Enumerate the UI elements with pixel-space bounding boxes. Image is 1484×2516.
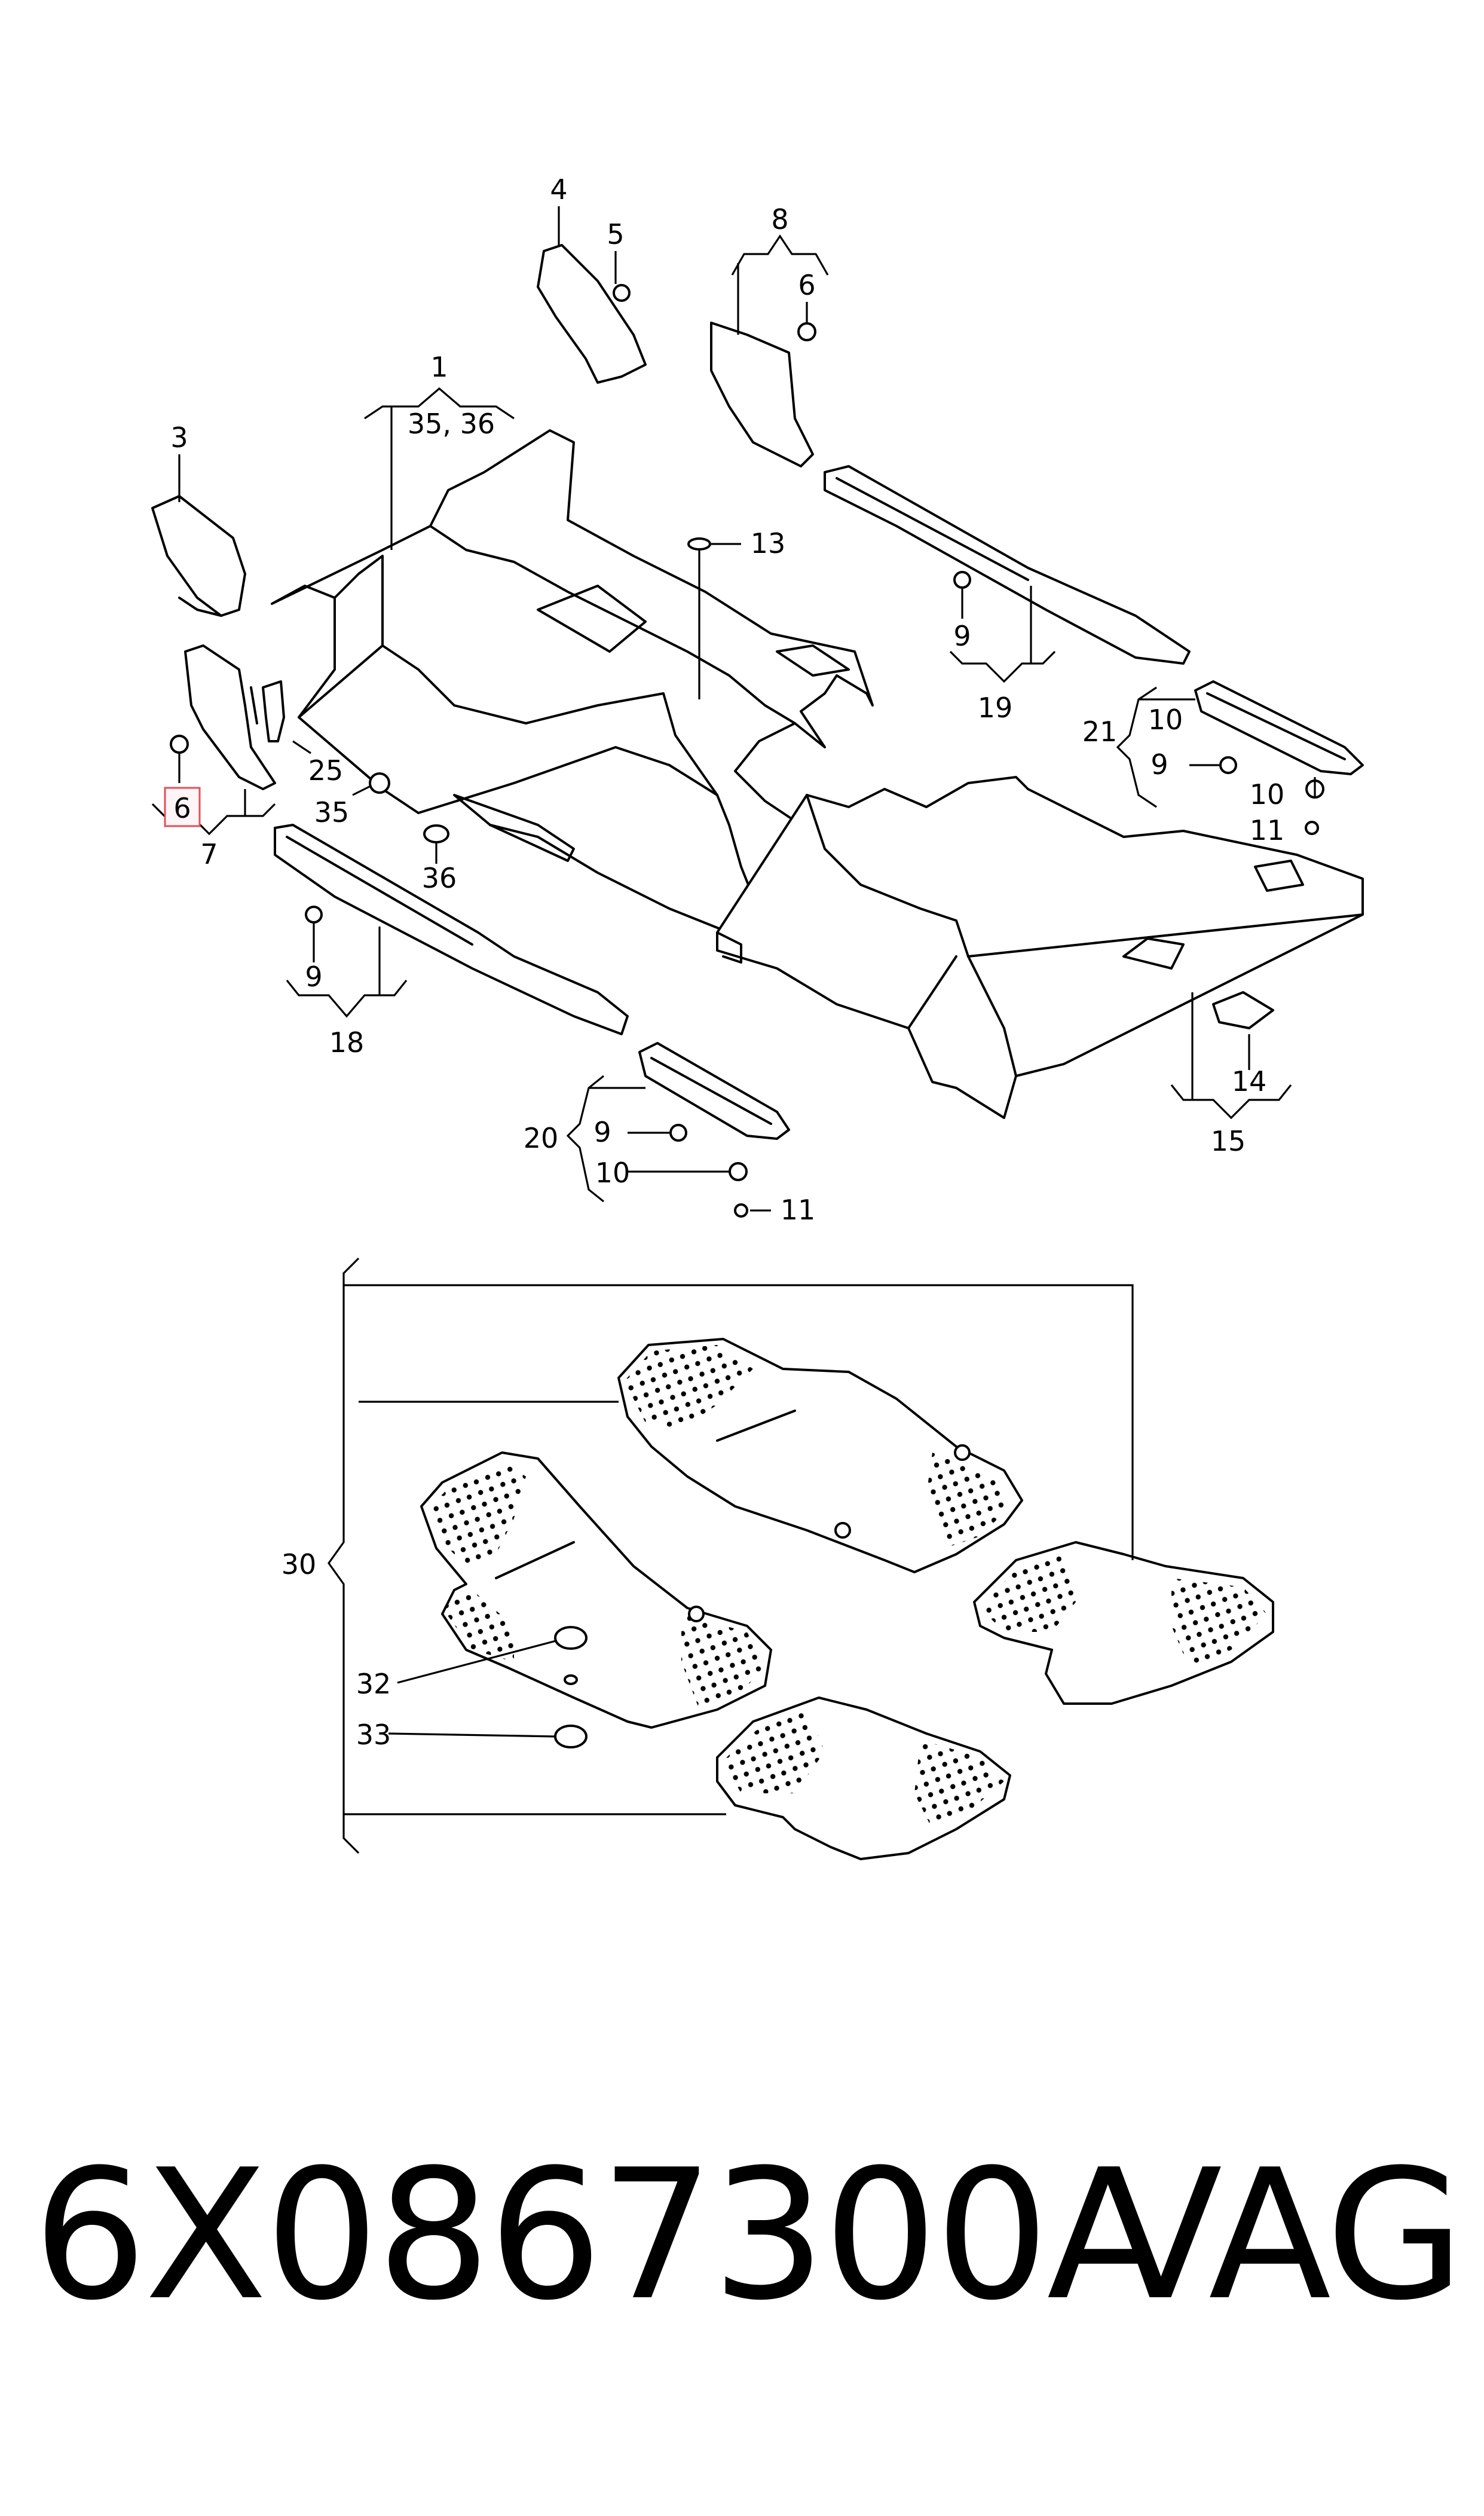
floor-mat-set [420,1338,1274,1860]
screw-11-a [1305,821,1319,835]
callout-6-right: 6 [798,269,815,301]
callout-35: 35 [314,796,350,829]
mat-fixing-33 [554,1725,588,1748]
pedal-trim [151,495,246,617]
side-trim-left [184,644,276,790]
brand-name: VAG [1100,2131,1464,2340]
callout-6-left: 6 [173,792,191,824]
callout-8: 8 [771,203,788,236]
callout-10-c: 10 [595,1157,631,1189]
trim-clip-25 [262,680,285,742]
callout-9-d: 9 [593,1116,611,1148]
nut-35 [369,772,390,794]
callout-18: 18 [329,1026,365,1059]
screw-11-b [734,1203,748,1218]
callout-36: 36 [422,862,457,894]
callout-11-b: 11 [781,1194,816,1226]
callout-19: 19 [978,692,1013,724]
screw-5 [613,284,631,302]
callout-labels: 1 35, 36 3 4 5 8 6 13 6 7 25 35 36 9 18 … [170,173,1284,1751]
highlight-box [164,787,201,827]
pillar-trim-8 [710,322,814,467]
upper-trim-4 [537,244,647,384]
fasteners [170,284,1324,1218]
callout-21: 21 [1082,716,1118,748]
callout-13: 13 [751,527,786,560]
callout-10-b: 10 [1250,778,1285,811]
rear-floor-covering [716,776,1364,1119]
callout-15: 15 [1211,1125,1246,1157]
clip-9-c [1219,756,1237,774]
callout-20: 20 [524,1122,559,1154]
step-plate-20 [638,1042,790,1140]
callout-9-b: 9 [953,620,971,652]
clip-9-d [669,1124,687,1142]
leader-lines [151,206,1316,1854]
callout-33: 33 [356,1719,391,1751]
cover-14 [1212,991,1274,1029]
mat-eyelet-2 [954,1444,971,1461]
step-plate-21 [1194,680,1364,775]
callout-10-a: 10 [1148,704,1183,736]
mat-eyelet-3 [688,1606,705,1622]
callout-32: 32 [356,1668,391,1700]
sill-strip-rear-19 [824,465,1191,665]
clip-6-right [797,322,816,341]
mat-eyelet [834,1522,851,1539]
part-number: 6X0867300A [33,2131,1170,2340]
callout-7: 7 [200,838,218,870]
plug-13 [687,537,711,551]
clip-9-a [305,906,323,924]
callout-11-a: 11 [1250,814,1285,846]
callout-1: 1 [430,351,448,383]
callout-9-a: 9 [305,961,322,993]
callout-9-c: 9 [1151,748,1168,781]
clip-6-left [170,735,189,754]
callout-30: 30 [281,1548,317,1580]
callout-5: 5 [607,218,624,250]
callout-3: 3 [170,421,188,454]
mat-fixing-32 [554,1626,588,1650]
screw-10-b [729,1162,748,1181]
callout-4: 4 [550,173,567,206]
sill-strip-front-18 [274,824,629,1035]
cap-36 [423,824,449,843]
callout-35-36: 35, 36 [408,408,495,440]
callout-25: 25 [308,754,344,787]
mat-fixing-hole [564,1674,578,1685]
callout-14: 14 [1232,1065,1267,1097]
clip-9-b [953,571,971,589]
